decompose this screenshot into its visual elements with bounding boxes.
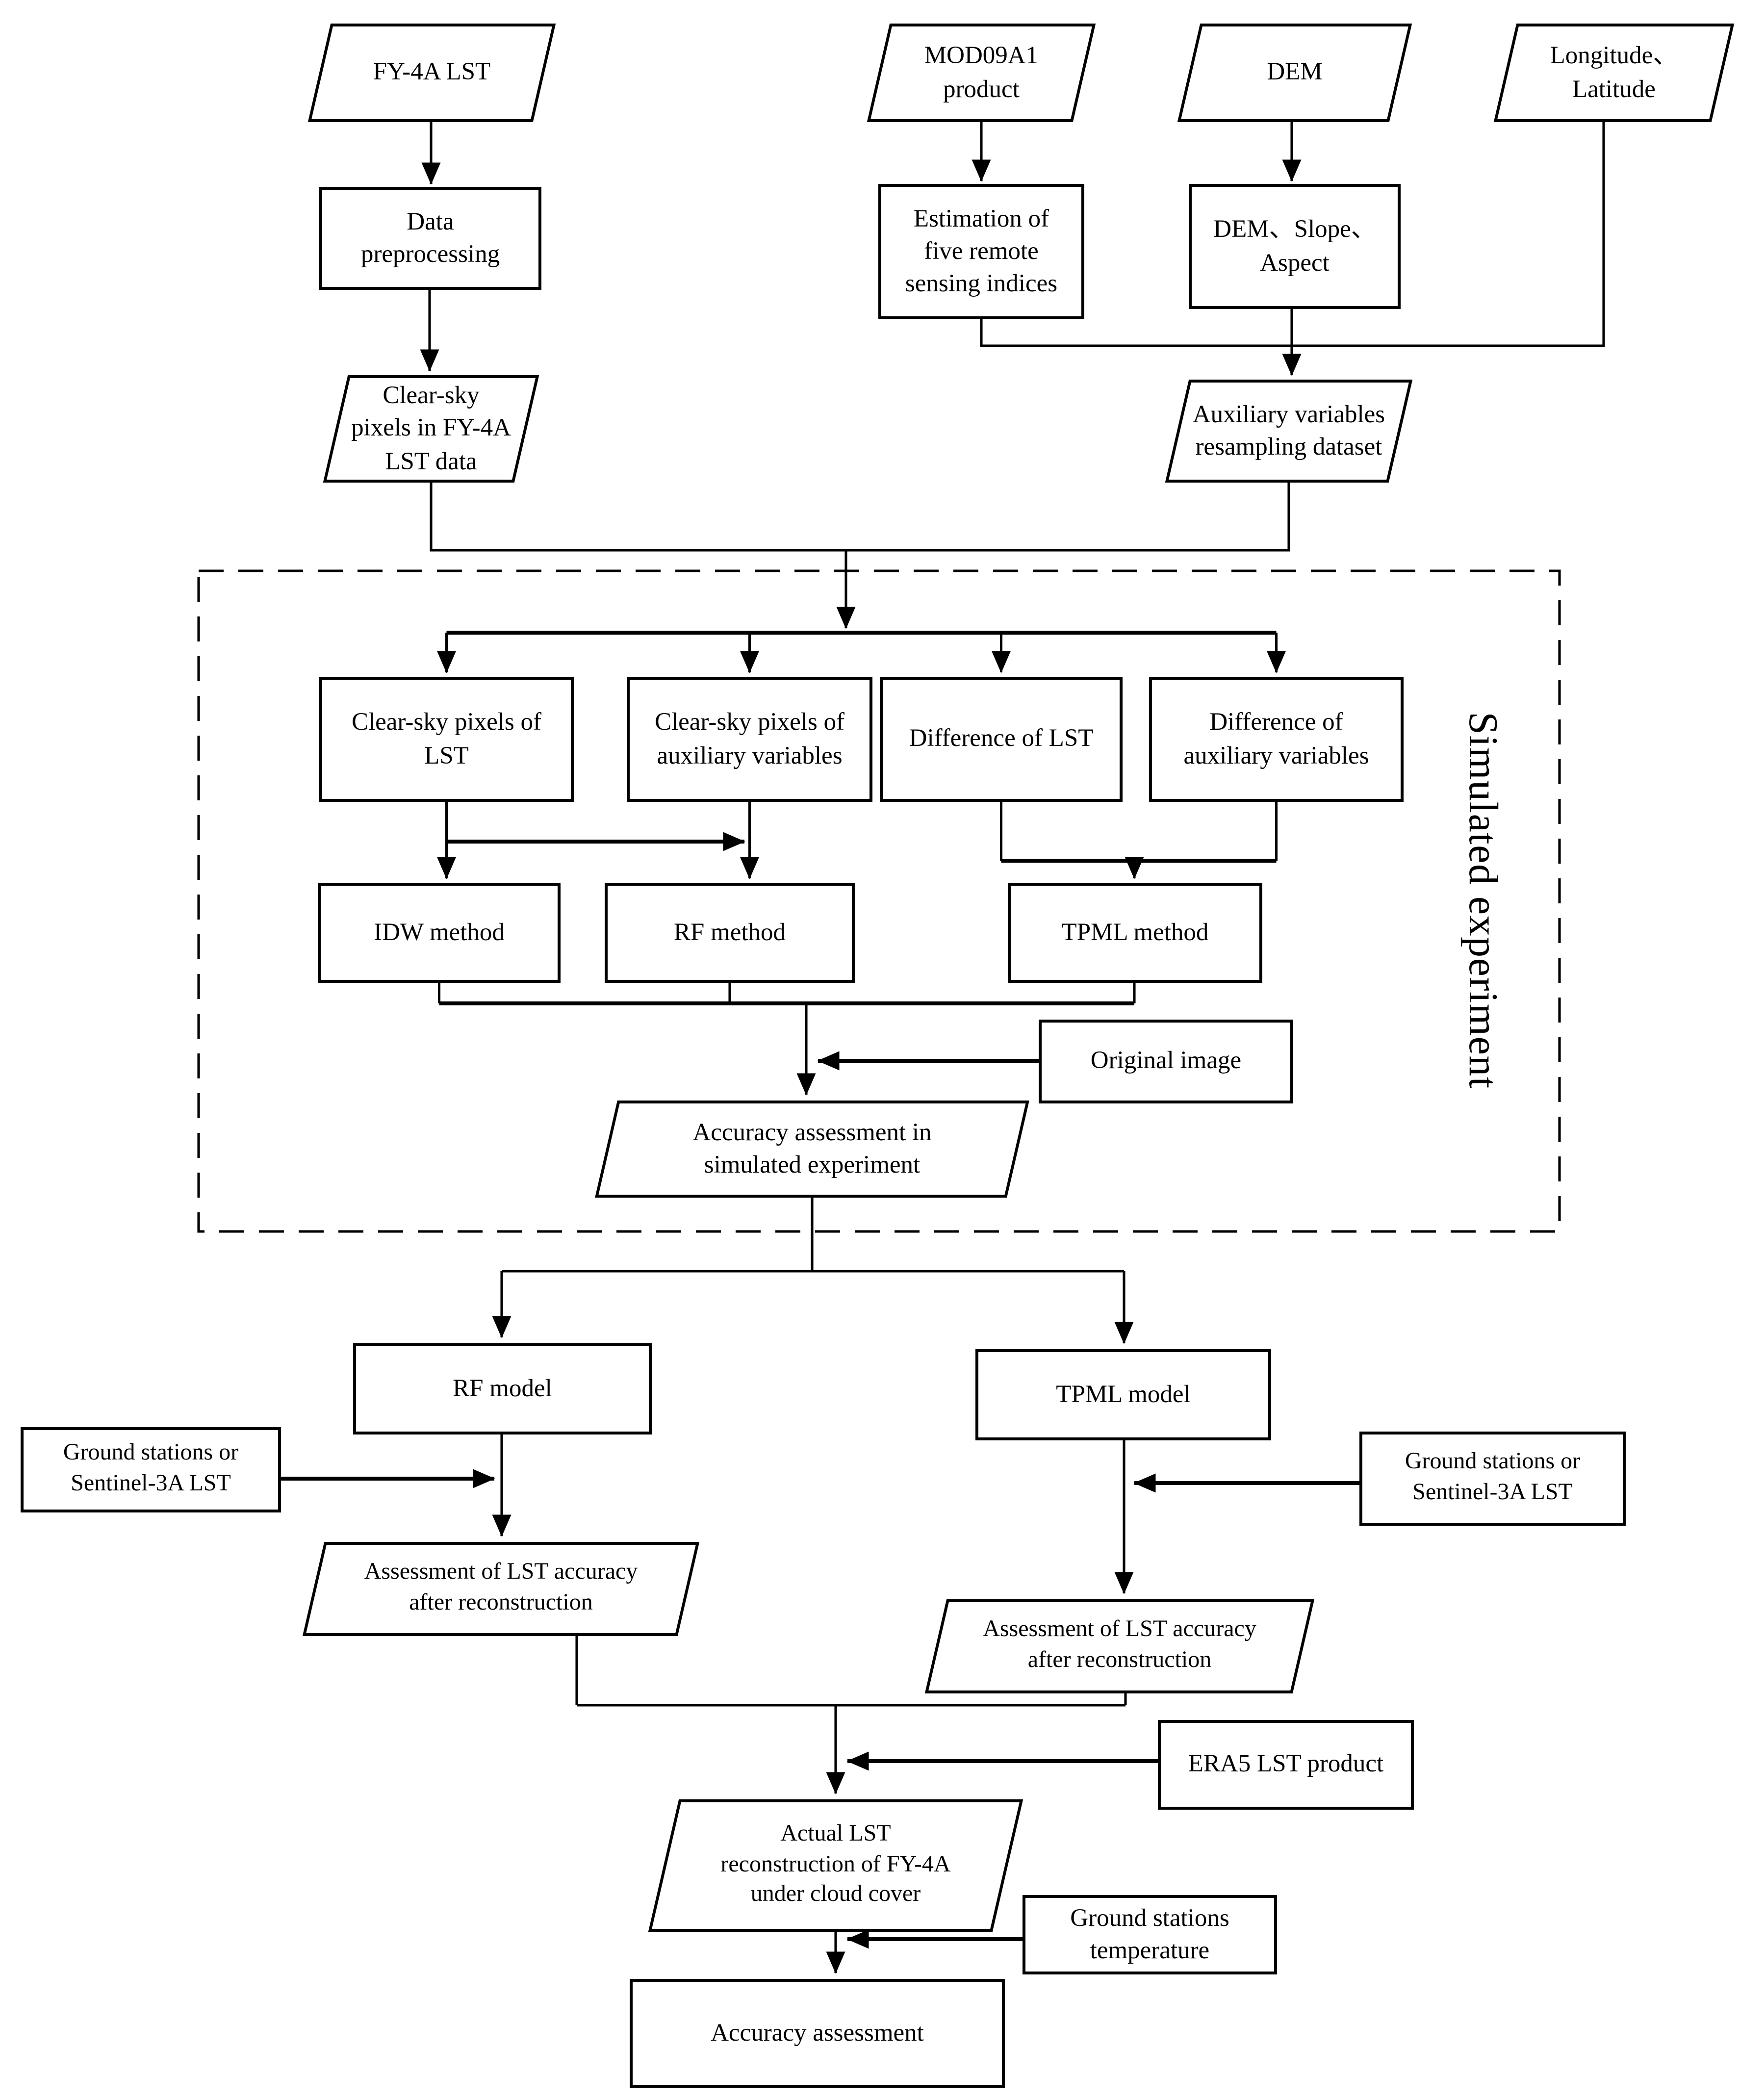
rect-outline [1158, 1720, 1414, 1810]
rect-outline [627, 677, 872, 802]
node-clear-sky-lst: Clear-sky pixels of LST [319, 677, 574, 802]
node-ground-stations-left: Ground stations or Sentinel-3A LST [21, 1427, 281, 1512]
rect-outline [1039, 1020, 1293, 1103]
rect-outline [319, 677, 574, 802]
node-assess-right: Assessment of LST accuracy after reconst… [924, 1599, 1315, 1693]
node-original-image: Original image [1039, 1020, 1293, 1103]
node-assess-left: Assessment of LST accuracy after reconst… [302, 1542, 700, 1636]
node-rf-model: RF model [353, 1343, 652, 1434]
rect-outline [21, 1427, 281, 1512]
node-clear-sky-aux: Clear-sky pixels of auxiliary variables [627, 677, 872, 802]
node-accuracy-sim: Accuracy assessment in simulated experim… [595, 1101, 1029, 1198]
node-idw-method: IDW method [318, 883, 561, 983]
rect-outline [1359, 1432, 1626, 1526]
node-estimation-indices: Estimation of five remote sensing indice… [878, 184, 1084, 319]
rect-outline [880, 677, 1123, 802]
rect-outline [353, 1343, 652, 1434]
node-rf-method: RF method [605, 883, 855, 983]
node-aux-resampling: Auxiliary variables resampling dataset [1165, 380, 1413, 483]
node-mod09a1-product: MOD09A1 product [867, 24, 1096, 122]
rect-outline [1189, 184, 1401, 309]
rect-outline [878, 184, 1084, 319]
node-era5: ERA5 LST product [1158, 1720, 1414, 1810]
rect-outline [975, 1349, 1271, 1440]
rect-outline [318, 883, 561, 983]
rect-outline [1008, 883, 1262, 983]
rect-outline [630, 1979, 1005, 2088]
node-fy4a-lst: FY-4A LST [307, 24, 556, 122]
node-ground-temp: Ground stations temperature [1023, 1895, 1277, 1974]
rect-outline [1023, 1895, 1277, 1974]
node-tpml-method: TPML method [1008, 883, 1262, 983]
node-actual-reconstruction: Actual LST reconstruction of FY-4A under… [648, 1799, 1023, 1932]
rect-outline [1149, 677, 1404, 802]
simulated-experiment-label: Simulated experiment [1459, 712, 1505, 1089]
node-ground-stations-right: Ground stations or Sentinel-3A LST [1359, 1432, 1626, 1526]
node-data-preprocessing: Data preprocessing [319, 187, 541, 290]
node-clear-sky-fy4a: Clear-sky pixels in FY-4A LST data [323, 375, 539, 483]
rect-outline [605, 883, 855, 983]
node-diff-lst: Difference of LST [880, 677, 1123, 802]
node-tpml-model: TPML model [975, 1349, 1271, 1440]
node-accuracy-final: Accuracy assessment [630, 1979, 1005, 2088]
simulated-experiment-container [197, 569, 1561, 1233]
node-longitude-latitude: Longitude、 Latitude [1493, 24, 1735, 122]
node-dem: DEM [1177, 24, 1412, 122]
rect-outline [319, 187, 541, 290]
node-dem-slope-aspect: DEM、Slope、 Aspect [1189, 184, 1401, 309]
node-diff-aux: Difference of auxiliary variables [1149, 677, 1404, 802]
connectors [281, 122, 1605, 1974]
